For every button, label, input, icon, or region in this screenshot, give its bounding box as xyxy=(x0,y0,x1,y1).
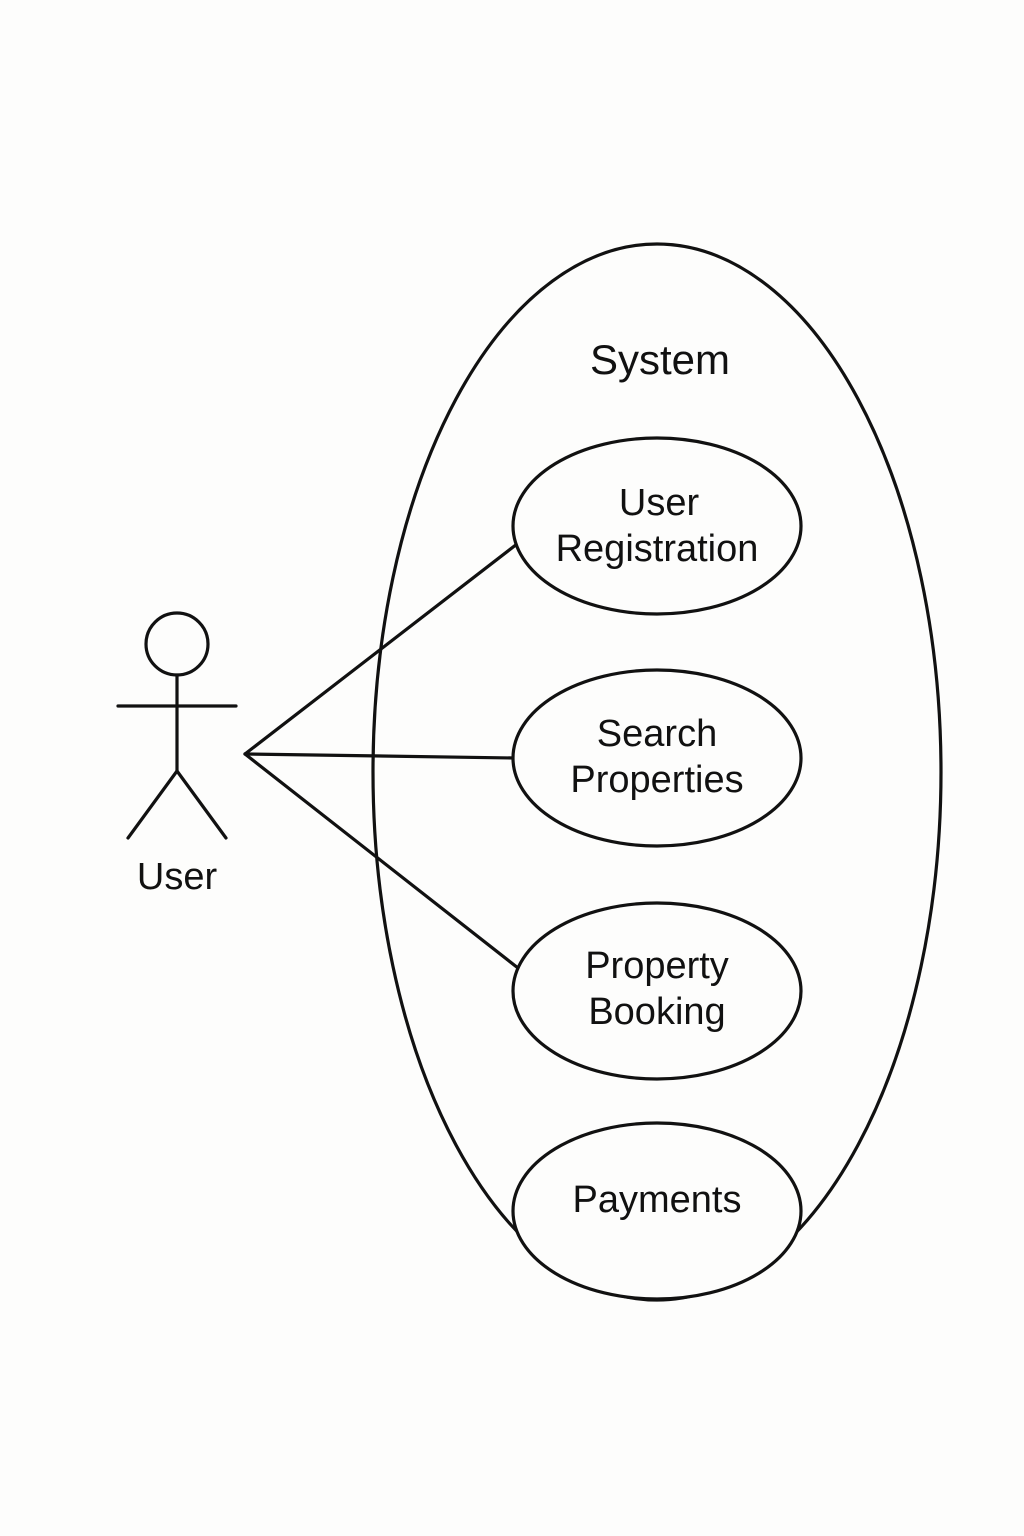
use-case-search-properties[interactable]: Search Properties xyxy=(511,668,803,848)
use-case-user-registration[interactable]: User Registration xyxy=(511,436,803,616)
association-line-search xyxy=(243,752,516,760)
use-case-ellipse xyxy=(511,1121,803,1301)
associations xyxy=(243,542,520,970)
use-case-ellipse xyxy=(511,901,803,1081)
use-case-label-line1: Payments xyxy=(573,1179,742,1221)
use-case-label-line1: Property xyxy=(585,945,729,987)
association-line-registration xyxy=(243,542,519,756)
use-case-label-line2: Registration xyxy=(556,528,759,570)
use-case-payments[interactable]: Payments xyxy=(511,1121,803,1301)
use-case-property-booking[interactable]: Property Booking xyxy=(511,901,803,1081)
system-title: System xyxy=(590,336,730,383)
use-case-label-line1: User xyxy=(619,482,700,524)
use-case-ellipse xyxy=(511,668,803,848)
actor-left-leg xyxy=(126,769,179,840)
actor-right-leg xyxy=(175,769,228,840)
actor-head xyxy=(144,611,210,677)
use-case-label-line1: Search xyxy=(597,713,717,755)
use-case-label-line2: Booking xyxy=(588,991,725,1033)
use-case-label-line2: Properties xyxy=(570,759,743,801)
actor-user[interactable]: User xyxy=(116,611,238,898)
association-line-booking xyxy=(243,752,520,970)
actor-label: User xyxy=(137,856,218,898)
use-case-ellipse xyxy=(511,436,803,616)
